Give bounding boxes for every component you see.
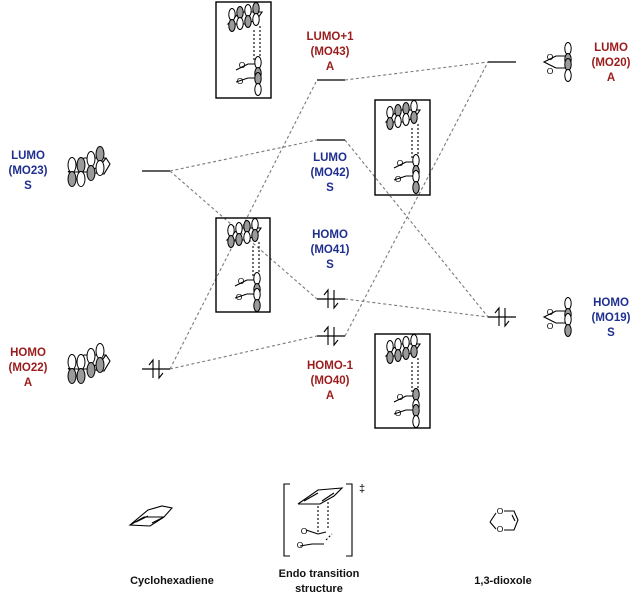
svg-text:O: O [238,276,245,286]
svg-text:A: A [326,390,334,402]
structure-cyclohexadiene [128,505,174,527]
svg-text:O: O [237,76,244,86]
svg-text:O: O [395,174,402,184]
electron-pairs [148,288,510,380]
svg-text:O: O [547,321,554,331]
corr-ts-lumo-to-diox-homo [344,139,489,318]
svg-text:LUMO+1: LUMO+1 [307,31,355,43]
orbital-picture-chd-homo [67,343,111,384]
structure-1-3-dioxole: O O [489,506,519,534]
label-chd-homo: HOMO (MO22) A [9,347,48,389]
svg-text:O: O [395,408,402,418]
label-ts-lumo-plus-1: LUMO+1 (MO43) A [307,31,355,73]
svg-text:O: O [547,52,554,62]
corr-chd-lumo-to-ts-homo [169,170,318,300]
label-diox-homo: HOMO (MO19) S [592,297,631,339]
svg-text:O: O [397,158,404,168]
svg-text:HOMO-1: HOMO-1 [307,360,354,372]
energy-levels [142,61,516,370]
svg-text:O: O [236,292,243,302]
ts-orbital-box-lumo-plus-1: O O [215,1,272,99]
svg-text:O: O [547,307,554,317]
electron-pair-ts-homo [323,288,339,310]
svg-text:S: S [326,259,334,271]
svg-text:S: S [24,180,32,192]
svg-text:O: O [301,526,308,536]
ts-orbital-box-lumo: O O [374,99,431,196]
svg-text:‡: ‡ [359,483,365,495]
svg-text:O: O [497,506,504,516]
corr-ts-homo1-to-diox-lumo [344,61,489,337]
caption-cyclohexadiene: Cyclohexadiene [130,575,214,587]
structure-endo-ts: ‡ O O [283,483,365,557]
electron-pair-ts-homo-minus-1 [323,325,339,347]
caption-endo-ts-line1: Endo transition [279,568,360,580]
svg-text:(MO41): (MO41) [311,244,350,256]
svg-text:(MO22): (MO22) [9,362,48,374]
ts-orbital-box-homo-minus-1: O O [374,333,431,429]
electron-pair-diox-homo [494,306,510,328]
svg-text:A: A [607,72,615,84]
orbital-picture-diox-homo: O O [543,297,572,337]
svg-text:A: A [24,377,32,389]
svg-text:O: O [297,540,304,550]
orbital-picture-chd-lumo [67,146,111,187]
svg-text:LUMO: LUMO [594,42,628,54]
svg-text:(MO23): (MO23) [9,165,48,177]
svg-text:(MO42): (MO42) [311,167,350,179]
ts-orbital-box-homo: O O [215,217,271,313]
label-ts-homo: HOMO (MO41) S [311,229,350,271]
svg-text:HOMO: HOMO [10,347,46,359]
electron-pair-chd-homo [148,358,164,380]
correlation-lines [169,61,489,370]
svg-text:O: O [547,66,554,76]
svg-text:LUMO: LUMO [11,150,45,162]
label-chd-lumo: LUMO (MO23) S [9,150,48,192]
svg-text:HOMO: HOMO [312,229,348,241]
caption-endo-ts-line2: structure [295,583,343,595]
corr-chd-homo-to-ts-homo1 [169,335,318,370]
label-ts-lumo: LUMO (MO42) S [311,152,350,194]
label-ts-homo-minus-1: HOMO-1 (MO40) A [307,360,354,402]
corr-chd-lumo-to-ts-lumo [169,139,318,172]
orbital-picture-diox-lumo: O O [543,42,572,82]
svg-text:O: O [497,524,504,534]
svg-text:HOMO: HOMO [593,297,629,309]
caption-1-3-dioxole: 1,3-dioxole [474,575,531,587]
svg-text:O: O [239,60,246,70]
svg-text:S: S [326,182,334,194]
svg-text:A: A [326,61,334,73]
svg-text:(MO40): (MO40) [311,375,350,387]
svg-text:O: O [397,392,404,402]
svg-text:(MO19): (MO19) [592,312,631,324]
svg-text:(MO20): (MO20) [592,57,631,69]
svg-text:(MO43): (MO43) [311,46,350,58]
svg-text:LUMO: LUMO [313,152,347,164]
corr-ts-homo-to-diox-homo [344,298,489,318]
label-diox-lumo: LUMO (MO20) A [592,42,631,84]
corr-ts-lumo1-to-diox-lumo [344,61,489,81]
svg-text:S: S [607,327,615,339]
